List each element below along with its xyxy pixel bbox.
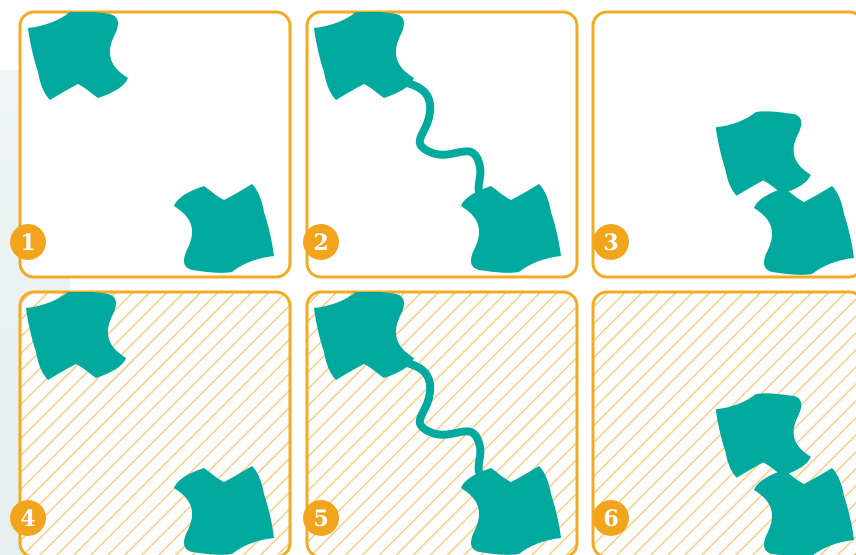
step-number: 6: [603, 506, 618, 532]
step-badge: 1: [10, 224, 46, 260]
step-badge: 2: [303, 224, 339, 260]
membrane-bridge: [388, 356, 490, 488]
step-number: 4: [20, 506, 35, 532]
step-badge: 3: [593, 224, 629, 260]
panel-6: 6: [591, 290, 856, 555]
membrane-bridge: [388, 76, 490, 208]
step-number: 2: [313, 230, 328, 256]
panel-5: 5: [303, 290, 579, 555]
step-number: 1: [20, 230, 35, 256]
step-badge: 6: [593, 500, 629, 536]
step-number: 3: [603, 230, 618, 256]
panel-4: 4: [10, 290, 292, 555]
panel-3: 3: [591, 10, 856, 279]
panel-1: 1: [10, 10, 292, 279]
step-badge: 4: [10, 500, 46, 536]
step-badge: 5: [303, 500, 339, 536]
panel-2: 2: [303, 10, 579, 279]
step-number: 5: [313, 506, 328, 532]
